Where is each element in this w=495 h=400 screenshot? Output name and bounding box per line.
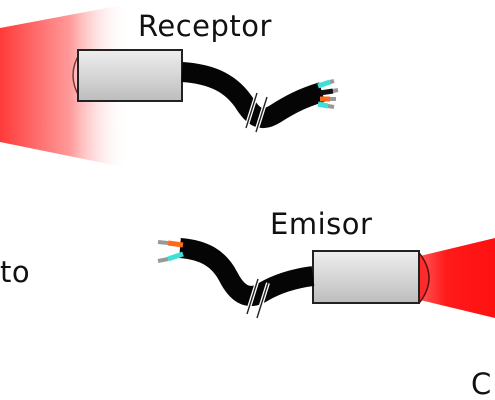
receptor-label: Receptor bbox=[138, 9, 272, 43]
emisor-beam bbox=[420, 238, 495, 318]
emisor-wires bbox=[157, 240, 184, 263]
receptor-beam bbox=[0, 4, 128, 168]
receptor-housing bbox=[77, 49, 183, 102]
bottom-right-partial-label: C bbox=[471, 367, 492, 400]
left-partial-label: to bbox=[0, 255, 31, 289]
emisor-cable bbox=[178, 238, 315, 319]
receptor-cable bbox=[181, 62, 325, 133]
receptor-wires bbox=[317, 79, 339, 109]
emisor-housing bbox=[312, 250, 420, 304]
emisor-label: Emisor bbox=[270, 207, 373, 241]
